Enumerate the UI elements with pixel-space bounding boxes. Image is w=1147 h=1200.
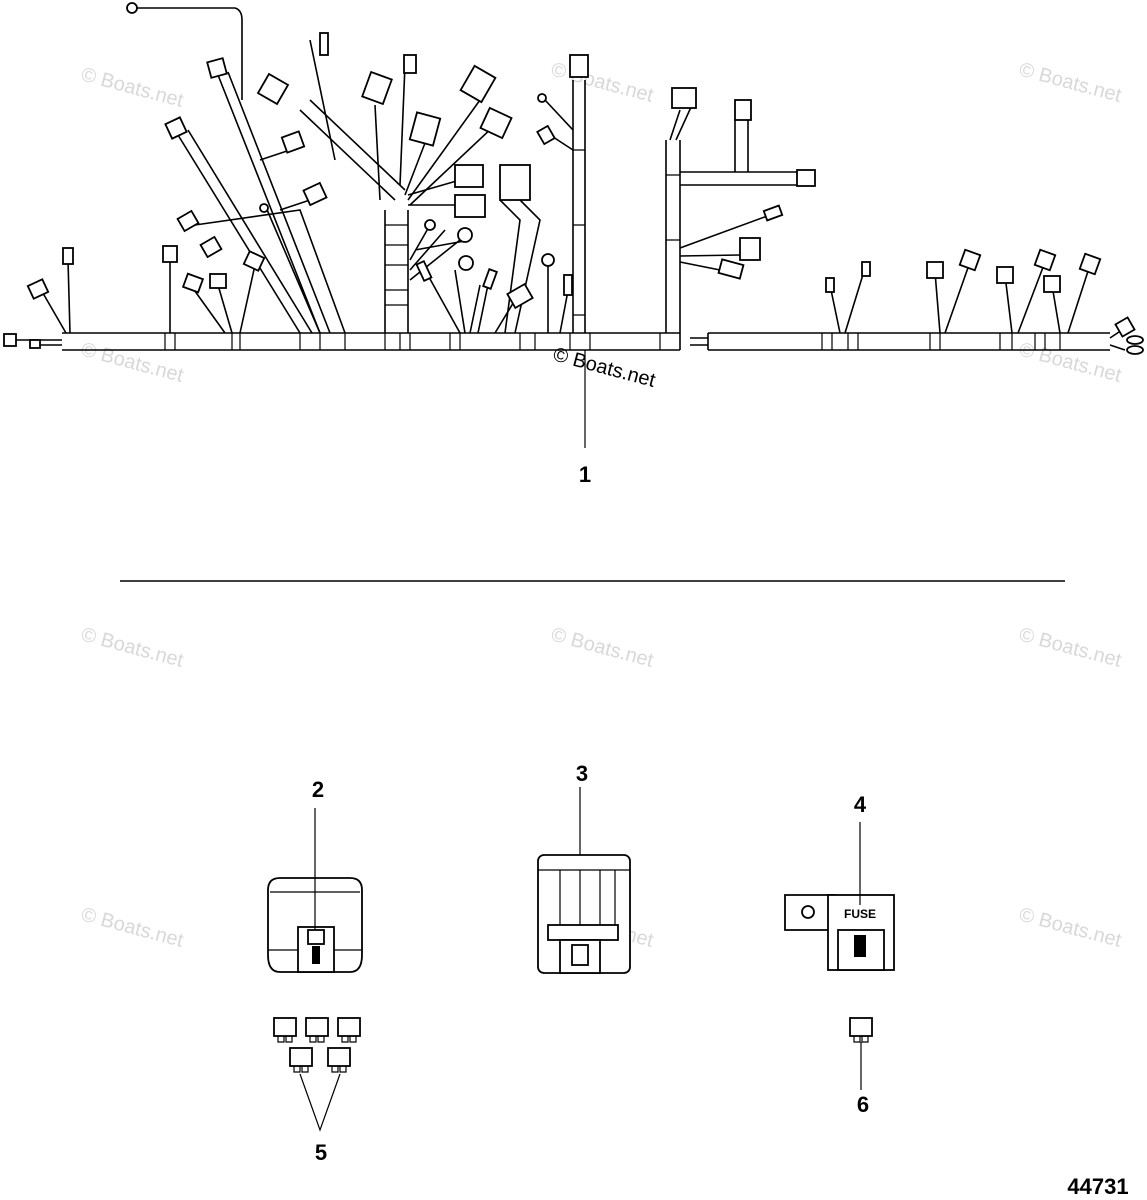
watermark: © Boats.net: [79, 64, 186, 112]
fuse-holder-item-2: [267, 808, 363, 973]
far-right-branches: [825, 248, 1102, 334]
watermarks: © Boats.net © Boats.net © Boats.net © Bo…: [79, 59, 1124, 952]
wiring-harness: [3, 2, 1144, 448]
callout-5: 5: [315, 1140, 327, 1165]
watermark: © Boats.net: [79, 624, 186, 672]
callout-6: 6: [857, 1092, 869, 1117]
left-connectors: [26, 57, 328, 300]
callout-1: 1: [579, 462, 591, 487]
harness-joint: [679, 333, 708, 350]
ring-terminal: [126, 2, 138, 14]
center-connectors: [319, 32, 573, 310]
right-end-connector: [1114, 316, 1136, 338]
blade-fuse-item-6: [849, 1017, 873, 1090]
callout-2: 2: [312, 777, 324, 802]
ground-wire: [137, 7, 243, 100]
center-bundle: [299, 39, 571, 334]
watermark: © Boats.net: [79, 339, 186, 387]
watermark: © Boats.net: [79, 904, 186, 952]
left-branches: [39, 71, 346, 334]
blade-fuse: [273, 1017, 297, 1043]
drawing-number: 44731: [1067, 1174, 1128, 1199]
blade-fuse: [337, 1017, 361, 1043]
watermark: © Boats.net: [1017, 59, 1124, 107]
blade-fuse: [305, 1017, 329, 1043]
watermark: © Boats.net: [1017, 624, 1124, 672]
callout-4: 4: [854, 792, 867, 817]
right-end-terminal: [1126, 345, 1144, 355]
callout-3: 3: [576, 761, 588, 786]
fuse-holder-item-4: FUSE: [784, 822, 895, 971]
right-end-terminal: [1126, 335, 1144, 345]
watermark-center: © Boats.net: [551, 344, 658, 392]
watermark: © Boats.net: [549, 59, 656, 107]
relay-item-3: [537, 787, 631, 974]
harness-trunk-right: [707, 332, 1110, 351]
blade-fuse: [289, 1047, 313, 1073]
right-branches: [536, 54, 816, 333]
fuse-label: FUSE: [844, 907, 876, 921]
leader-line-5: [299, 1073, 341, 1132]
left-end-terminal: [29, 339, 41, 349]
harness-trunk-left: [62, 332, 680, 351]
watermark: © Boats.net: [549, 624, 656, 672]
left-end-connector: [3, 333, 17, 347]
watermark: © Boats.net: [1017, 339, 1124, 387]
blade-fuse: [327, 1047, 351, 1073]
blade-fuses-item-5: [273, 1017, 361, 1132]
watermark: © Boats.net: [1017, 904, 1124, 952]
trunk-bands: [164, 333, 1061, 350]
